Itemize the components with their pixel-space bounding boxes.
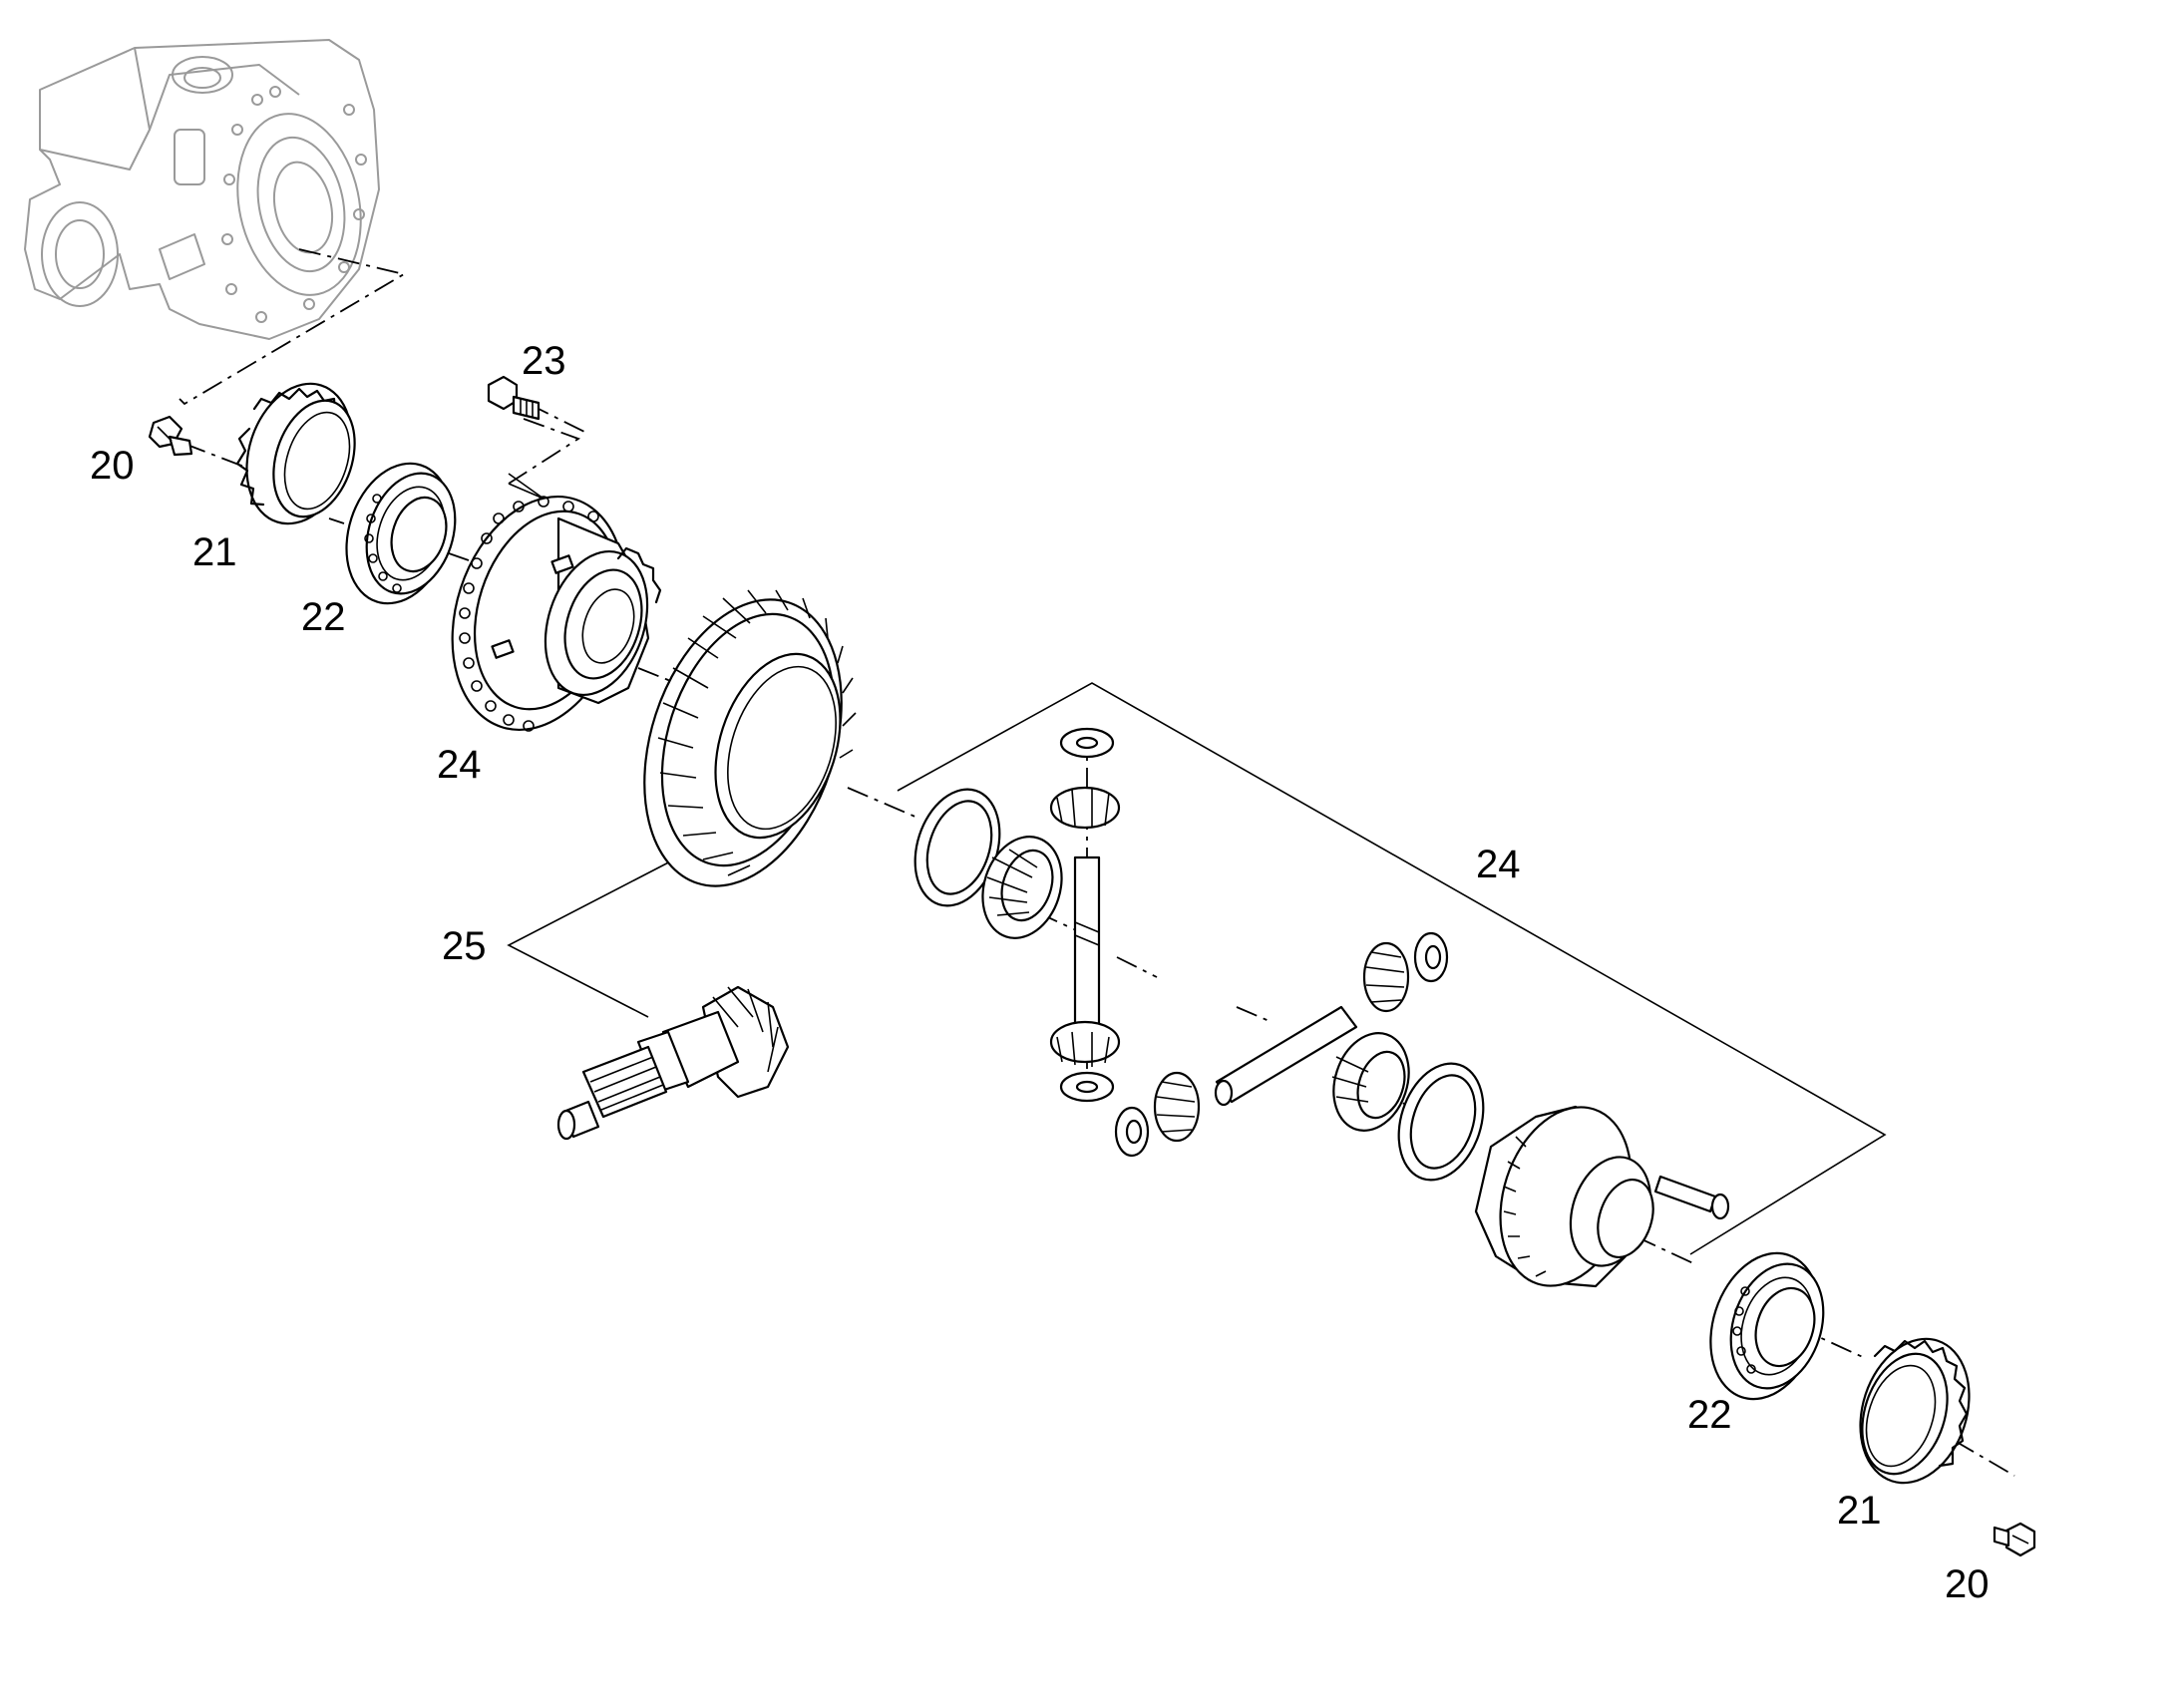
thrust-washer-right — [1397, 1062, 1485, 1182]
planet-pinion-small-left — [1153, 1071, 1201, 1143]
pinion-washer-bottom — [1059, 1071, 1115, 1103]
cross-shaft — [1214, 1005, 1358, 1107]
planet-pinion-top — [1049, 786, 1121, 830]
part-22-bearing-lower — [1709, 1251, 1825, 1401]
label-20-lower: 20 — [1945, 1562, 1990, 1606]
part-20-screw-lower — [1993, 1522, 2036, 1557]
side-gear-right — [1331, 1032, 1410, 1132]
planet-pinion-small-right — [1362, 941, 1410, 1013]
part-24-differential-housing-flange — [451, 495, 662, 732]
label-24-upper: 24 — [437, 743, 482, 787]
part-labels: 20 21 22 23 24 25 24 22 21 20 — [90, 339, 1990, 1606]
label-22-upper: 22 — [301, 595, 346, 639]
part-22-bearing-upper — [345, 462, 457, 605]
pinion-washer-small-right — [1413, 931, 1449, 983]
label-21-upper: 21 — [192, 530, 237, 574]
thrust-washer-left — [913, 788, 1001, 907]
label-24-lower: 24 — [1476, 843, 1521, 886]
pinion-washer-top — [1059, 727, 1115, 759]
label-21-lower: 21 — [1837, 1489, 1882, 1533]
label-22-lower: 22 — [1687, 1393, 1732, 1437]
part-25-crown-wheel — [643, 589, 857, 887]
label-20-upper: 20 — [90, 444, 135, 488]
axle-housing-context — [24, 39, 380, 340]
part-25-drive-pinion — [556, 985, 790, 1141]
pinion-shaft-vertical — [1073, 855, 1101, 1029]
planet-pinion-bottom — [1049, 1020, 1121, 1067]
housing-bolt-right — [1653, 1175, 1730, 1220]
pinion-washer-small-left — [1114, 1106, 1150, 1158]
side-gear-left — [981, 836, 1063, 939]
part-21-adjusting-ring-upper — [235, 382, 356, 525]
label-23: 23 — [522, 339, 566, 383]
label-25: 25 — [442, 924, 487, 968]
part-23-bolt — [487, 375, 541, 421]
part-24-differential-housing-cup — [1474, 1105, 1654, 1288]
part-21-adjusting-ring-lower — [1859, 1337, 1971, 1485]
part-20-screw-upper — [148, 415, 193, 457]
